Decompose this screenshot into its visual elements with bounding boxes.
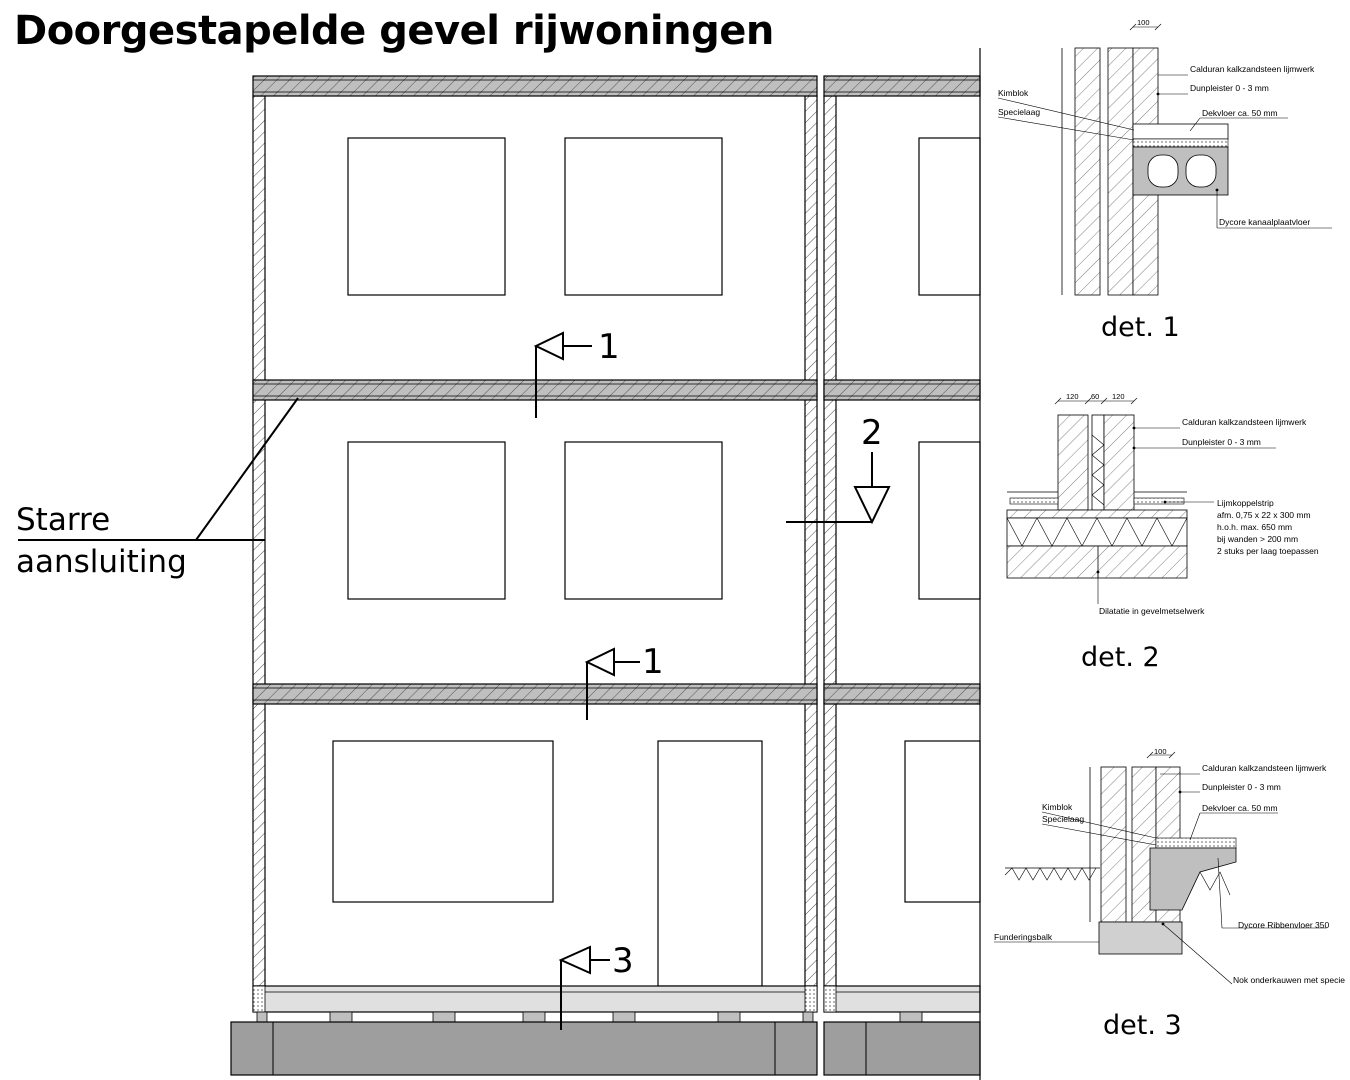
d3-dycore: Dycore Ribbenvloer 350 <box>1238 920 1329 930</box>
party-wall-left <box>804 95 818 987</box>
d2-dim-2: 60 <box>1091 392 1099 401</box>
d2-dim-1: 120 <box>1066 392 1079 401</box>
d1-dunpleister: Dunpleister 0 - 3 mm <box>1190 83 1269 93</box>
d1-kimblok: Kimblok <box>998 88 1029 98</box>
d3-label: det. 3 <box>1103 1010 1182 1041</box>
d2-lijm3: h.o.h. max. 650 mm <box>1217 522 1292 532</box>
rigid-connection-callout: Starre aansluiting <box>16 397 299 580</box>
d2-lijm4: bij wanden > 200 mm <box>1217 534 1298 544</box>
callout-line1: Starre <box>16 502 110 538</box>
d2-lijm2: afm. 0,75 x 22 x 300 mm <box>1217 510 1311 520</box>
windows <box>332 137 981 903</box>
d1-dekvloer: Dekvloer ca. 50 mm <box>1202 108 1278 118</box>
detail-1: 100 Calduran kalkzandsteen lijmwerk Dunp… <box>997 18 1332 343</box>
d1-dycore: Dycore kanaalplaatvloer <box>1219 217 1310 227</box>
d1-specielaag: Specielaag <box>998 107 1040 117</box>
marker-label-3: 3 <box>612 941 634 981</box>
d2-lijm5: 2 stuks per laag toepassen <box>1217 546 1319 556</box>
d2-dim-3: 120 <box>1112 392 1125 401</box>
front-door <box>657 740 763 987</box>
d3-specielaag: Specielaag <box>1042 814 1084 824</box>
foundation <box>230 1021 981 1076</box>
marker-label-1-top: 1 <box>598 327 620 367</box>
d1-calduran: Calduran kalkzandsteen lijmwerk <box>1190 64 1315 74</box>
d3-kimblok: Kimblok <box>1042 802 1073 812</box>
section-marker-3: 3 <box>558 941 634 1030</box>
d3-dunpleister: Dunpleister 0 - 3 mm <box>1202 782 1281 792</box>
d1-label: det. 1 <box>1101 312 1180 343</box>
d2-dunpleister: Dunpleister 0 - 3 mm <box>1182 437 1261 447</box>
section-marker-1-mid: 1 <box>584 642 664 720</box>
d3-calduran: Calduran kalkzandsteen lijmwerk <box>1202 763 1327 773</box>
marker-label-1-mid: 1 <box>642 642 664 682</box>
facade-elevation <box>230 48 981 1080</box>
marker-label-2: 2 <box>861 413 883 453</box>
section-marker-1-top: 1 <box>533 327 620 418</box>
d2-calduran: Calduran kalkzandsteen lijmwerk <box>1182 417 1307 427</box>
page-title: Doorgestapelde gevel rijwoningen <box>14 8 774 54</box>
d2-lijm1: Lijmkoppelstrip <box>1217 498 1274 508</box>
floor-slabs <box>252 75 981 705</box>
detail-2: 120 60 120 Calduran kalkzandsteen lijmwe… <box>1006 392 1319 673</box>
ground-beam <box>252 985 981 1023</box>
d3-dim: 100 <box>1154 747 1167 756</box>
d3-dekvloer: Dekvloer ca. 50 mm <box>1202 803 1278 813</box>
callout-line2: aansluiting <box>16 544 187 580</box>
d2-label: det. 2 <box>1081 642 1160 673</box>
section-marker-2: 2 <box>786 413 891 525</box>
d3-nok: Nok onderkauwen met specie <box>1233 975 1345 985</box>
d2-dilatatie: Dilatatie in gevelmetselwerk <box>1099 606 1205 616</box>
d1-dim: 100 <box>1137 18 1150 27</box>
party-wall-right <box>823 95 837 987</box>
detail-3: 100 Calduran kalkzandsteen lijmwerk Dunp… <box>994 747 1345 1041</box>
d3-fundering: Funderingsbalk <box>994 932 1053 942</box>
